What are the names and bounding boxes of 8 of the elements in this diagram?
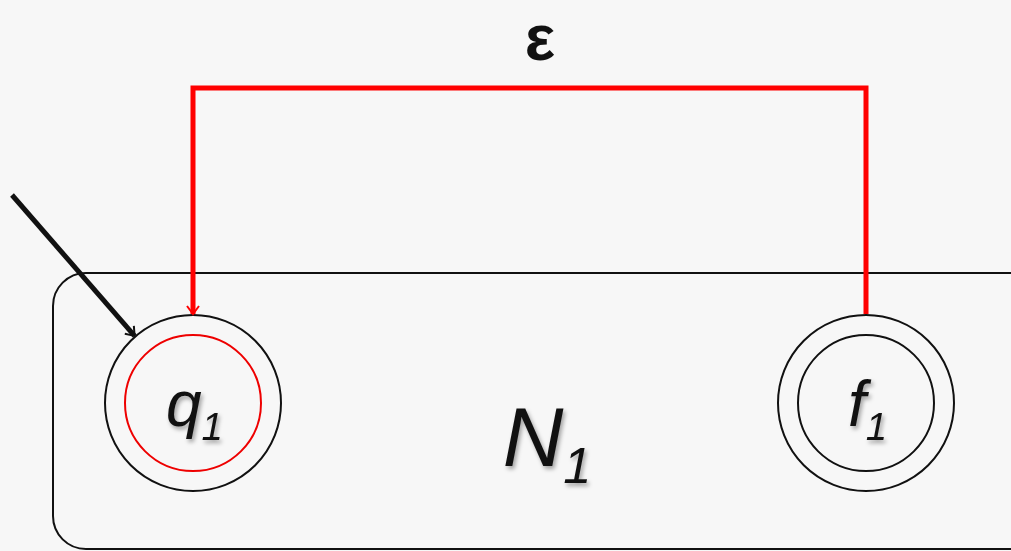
automaton-box	[52, 272, 1011, 550]
transition-arrow	[186, 85, 869, 315]
state-label: q$_{1}$	[166, 366, 223, 449]
state-label: f$_{1}$	[847, 366, 888, 449]
accept-state-circle	[103, 313, 282, 492]
start-arrow	[10, 193, 137, 338]
accept-state-circle	[776, 313, 955, 492]
state-label: N$_{1}$	[502, 388, 592, 496]
